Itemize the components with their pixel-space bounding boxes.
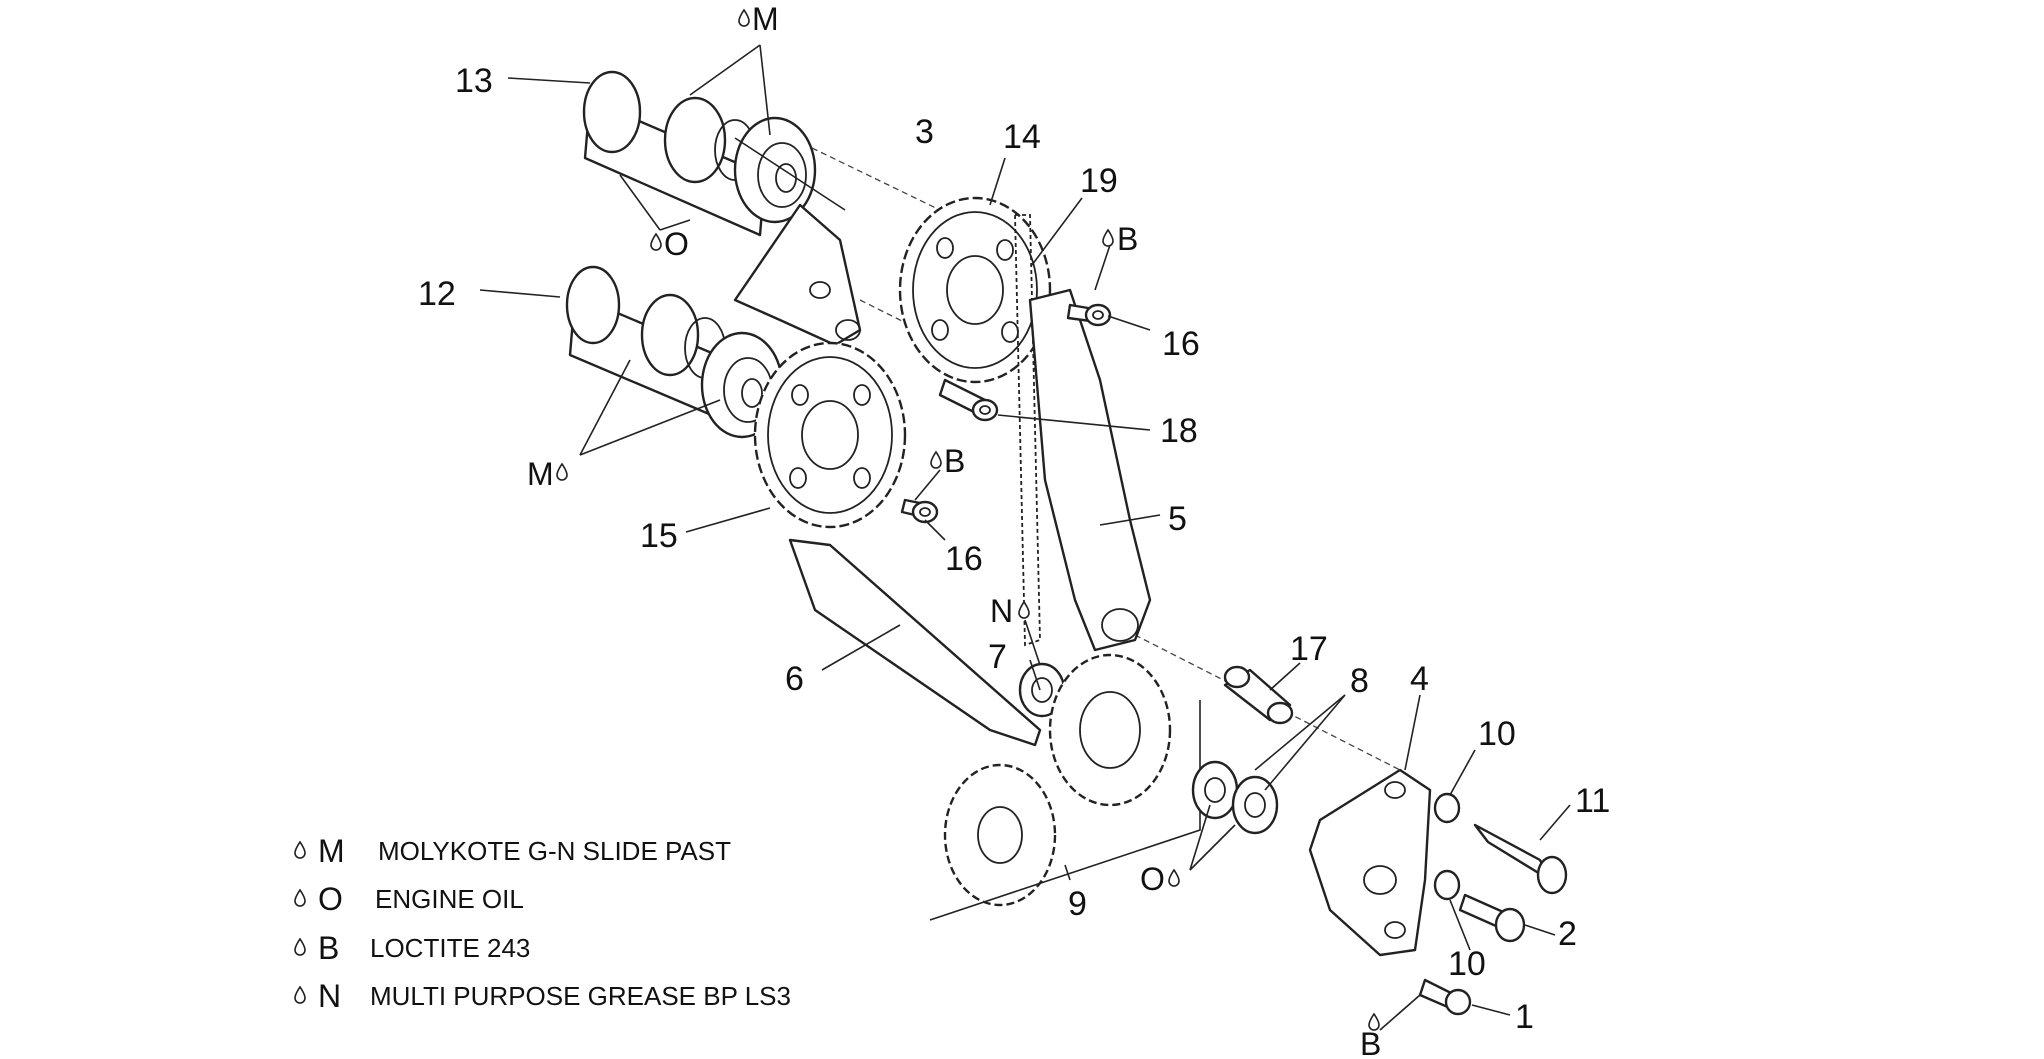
lube-mark-b-bottom: B (1360, 1026, 1381, 1059)
drop-icon (1102, 229, 1114, 247)
callout-5: 5 (1168, 500, 1187, 538)
legend-row-n: N MULTI PURPOSE GREASE BP LS3 (294, 978, 791, 1014)
lube-mark-o-bottom: O (1140, 861, 1165, 897)
drop-icon (1168, 869, 1180, 887)
callout-10-lower: 10 (1448, 945, 1486, 983)
lube-mark-m-bottom: M (527, 456, 554, 492)
callout-14: 14 (1003, 118, 1041, 156)
legend-key: M (318, 833, 345, 869)
callout-18: 18 (1160, 412, 1198, 450)
drop-icon (556, 463, 568, 481)
lube-mark-o-top: O (664, 226, 689, 262)
callout-10-upper: 10 (1478, 715, 1516, 753)
callout-1: 1 (1515, 998, 1534, 1036)
lube-mark-n-mid: N (990, 593, 1013, 629)
drop-icon (294, 938, 306, 956)
drop-icon (294, 986, 306, 1004)
drop-icon (650, 233, 662, 251)
part-callouts: 13 3 14 19 16 12 18 15 16 5 6 7 17 8 4 1… (418, 62, 1610, 1036)
callout-7: 7 (988, 638, 1007, 676)
chain-guide-bracket (733, 203, 862, 347)
legend-key: N (318, 978, 341, 1014)
callout-16-upper: 16 (1162, 325, 1200, 363)
callout-3: 3 (915, 113, 934, 151)
callout-4: 4 (1410, 660, 1429, 698)
drop-icon (294, 841, 306, 859)
drop-icon (1018, 601, 1030, 619)
callout-6: 6 (785, 660, 804, 698)
lube-mark-b-top: B (1117, 221, 1138, 257)
callout-16-lower: 16 (945, 540, 983, 578)
needle-bearings (1191, 760, 1279, 835)
callout-15: 15 (640, 517, 678, 555)
support-plate (1308, 768, 1432, 957)
legend-key: O (318, 881, 343, 917)
lubricant-legend: M MOLYKOTE G-N SLIDE PAST O ENGINE OIL B… (294, 833, 791, 1014)
callout-17: 17 (1290, 630, 1328, 668)
chain-guide (788, 538, 1042, 747)
legend-text: MOLYKOTE G-N SLIDE PAST (378, 836, 731, 866)
legend-text: ENGINE OIL (375, 884, 524, 914)
camshaft-upper (582, 70, 817, 237)
callout-13: 13 (455, 62, 493, 100)
lube-mark-m-top: M (752, 1, 779, 37)
legend-text: MULTI PURPOSE GREASE BP LS3 (370, 981, 791, 1011)
leader-lines (479, 44, 1571, 1031)
sprocket-upper (898, 196, 1052, 384)
timing-chain (1014, 214, 1041, 647)
callout-12: 12 (418, 275, 456, 313)
sprocket-lower (753, 341, 907, 529)
drop-icon (294, 889, 306, 907)
legend-key: B (318, 930, 339, 966)
lube-mark-b-mid: B (944, 443, 965, 479)
camshaft-lower (565, 265, 784, 439)
drop-icon (738, 9, 750, 27)
callout-8: 8 (1350, 662, 1369, 700)
tensioner-blade (1028, 288, 1152, 652)
lubricant-marks: M O M B B N O B (527, 1, 1381, 1059)
gear-set (929, 653, 1201, 921)
legend-row-b: B LOCTITE 243 (294, 930, 530, 966)
legend-row-o: O ENGINE OIL (294, 881, 524, 917)
legend-row-m: M MOLYKOTE G-N SLIDE PAST (294, 833, 731, 869)
legend-text: LOCTITE 243 (370, 933, 530, 963)
callout-9: 9 (1068, 885, 1087, 923)
callout-19: 19 (1080, 162, 1118, 200)
drop-icon (930, 451, 942, 469)
fasteners (900, 303, 1568, 1016)
callout-2: 2 (1558, 915, 1577, 953)
callout-11: 11 (1575, 782, 1610, 820)
bushing (1223, 665, 1294, 725)
